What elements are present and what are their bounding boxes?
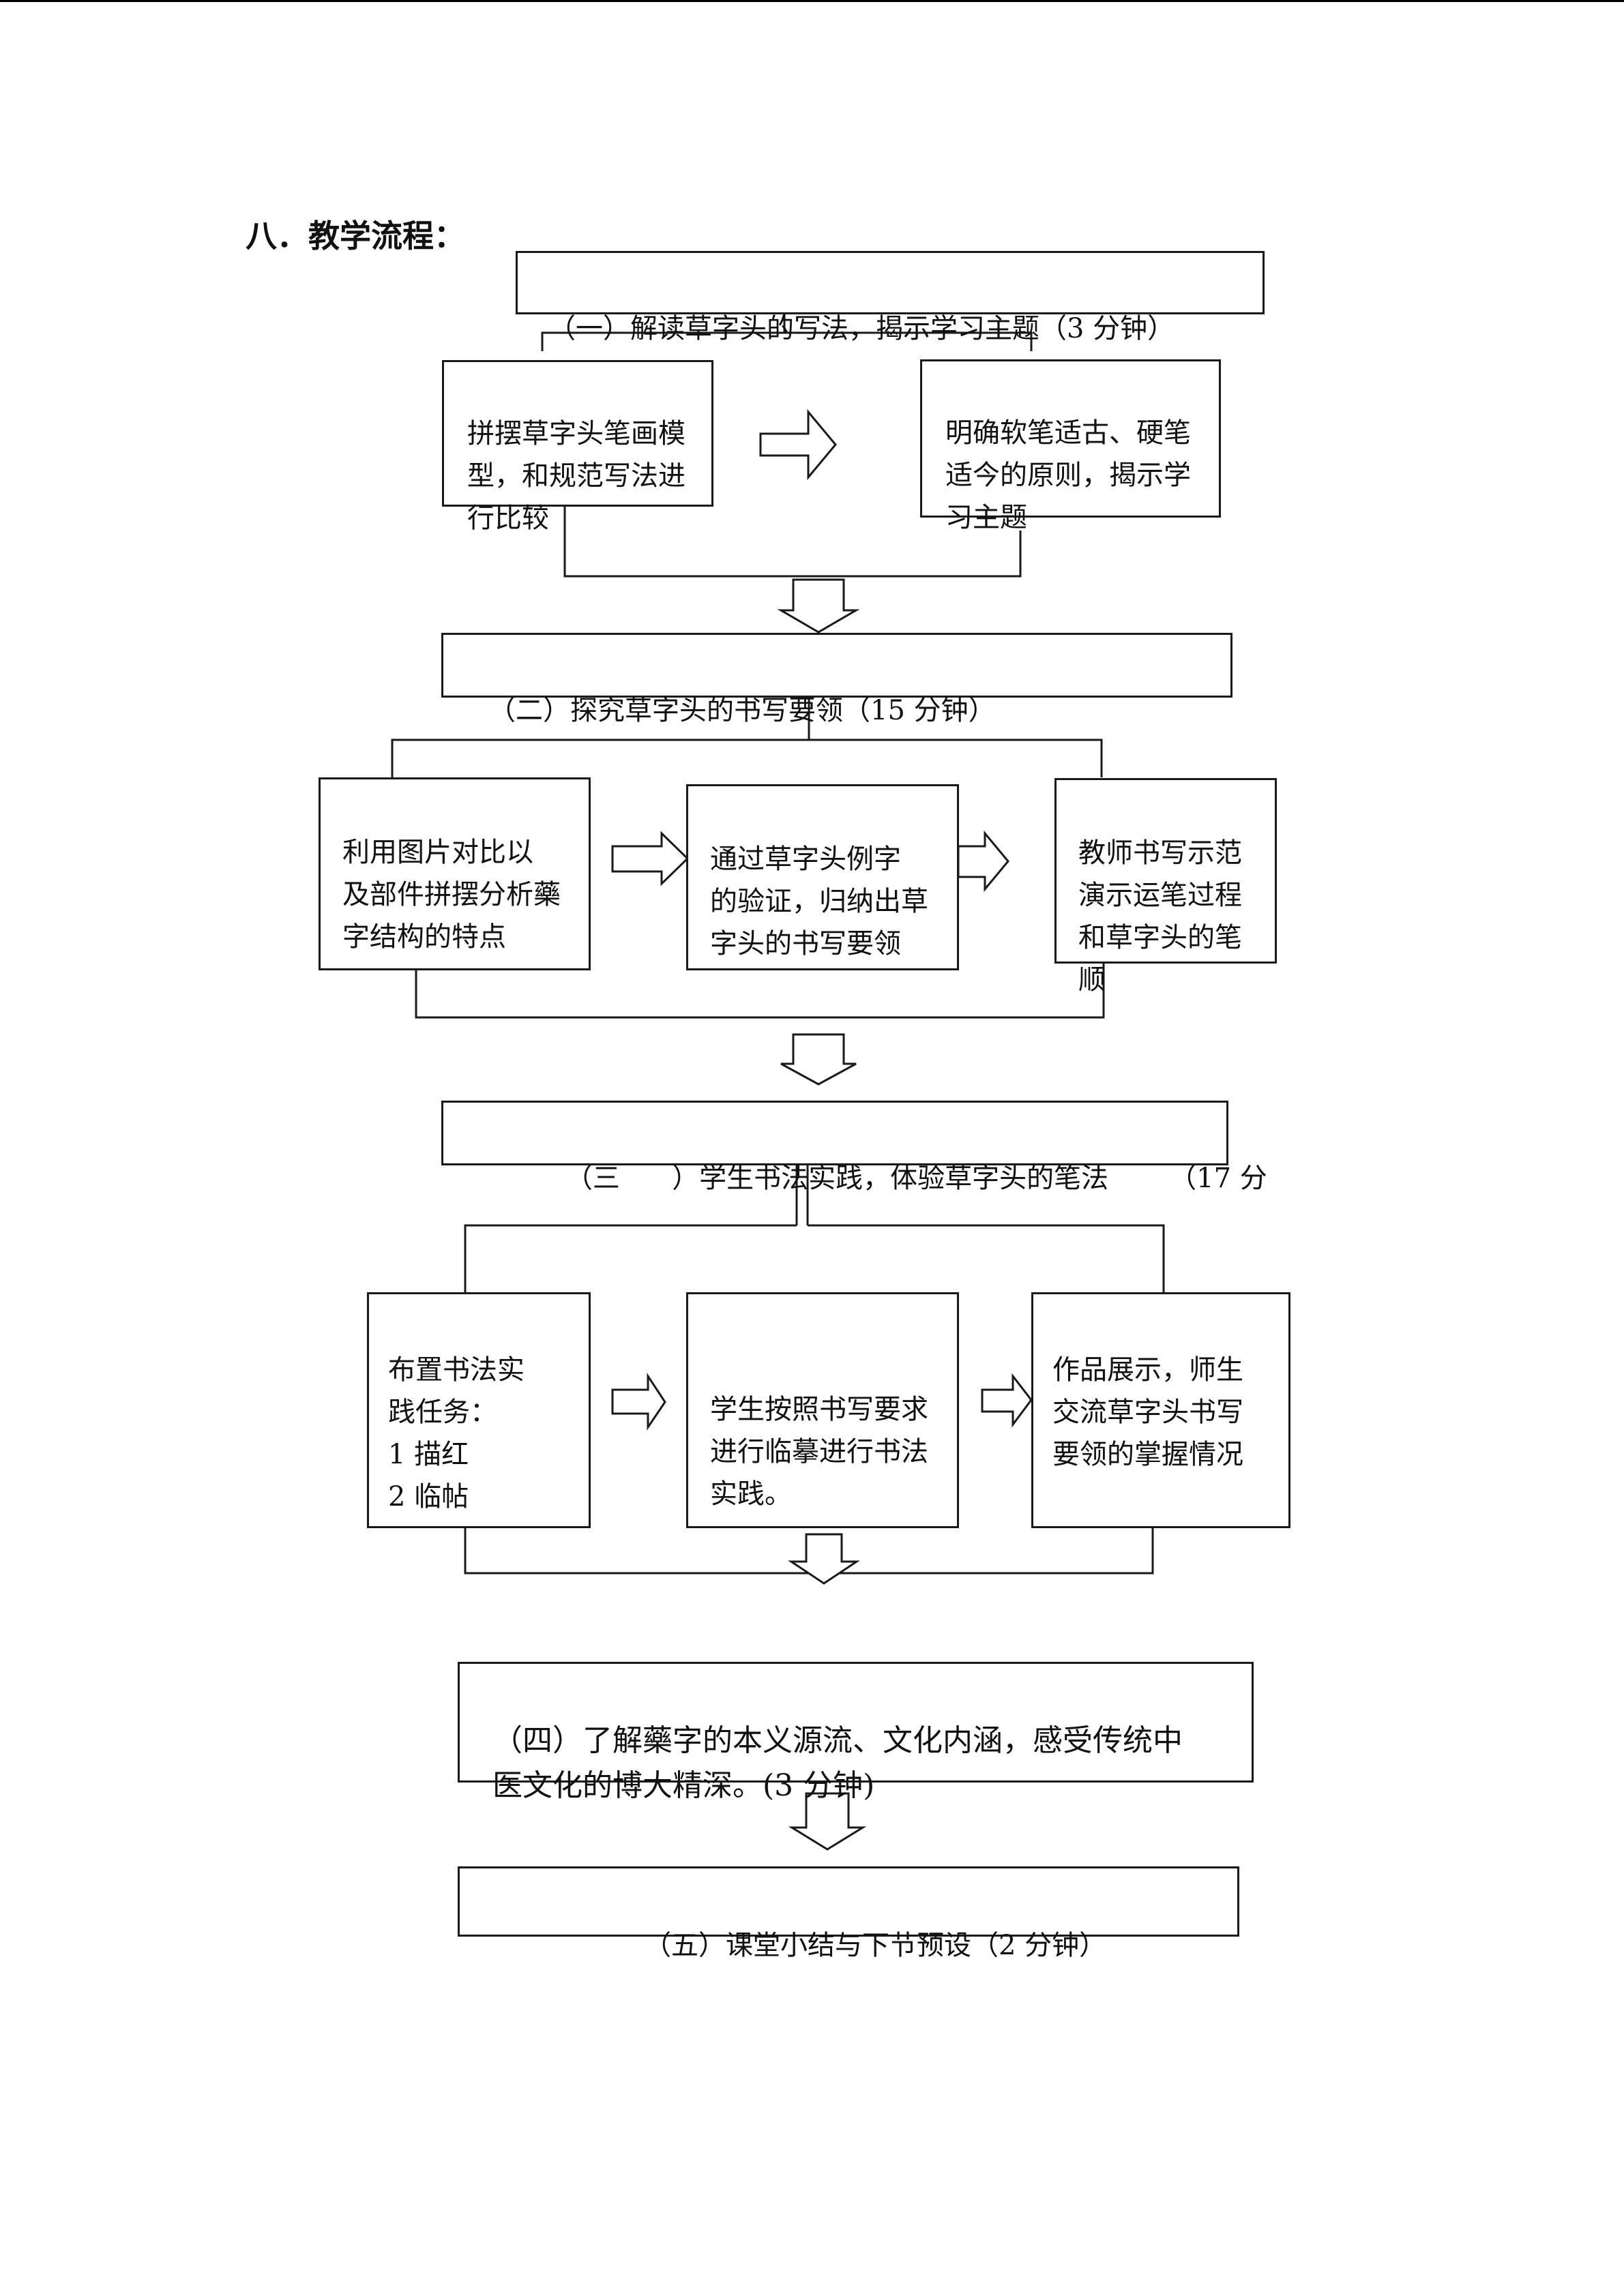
stage-5-label: （五）课堂小结与下节预设（2 分钟） bbox=[644, 1930, 1107, 1961]
arrow-down-icon bbox=[780, 1033, 857, 1086]
stage-3-box: （三 ）学生书法实践，体验草字头的笔法 （17 分 bbox=[441, 1101, 1267, 1194]
step-1b-box: 明确软笔适古、硬笔 适今的原则，揭示学 习主题 bbox=[920, 359, 1221, 533]
stage-2-box: （二）探究草字头的书写要领（15 分钟） bbox=[441, 633, 1232, 726]
top-border-line bbox=[0, 0, 1624, 2]
step-1a-text: 拼摆草字头笔画模 型，和规范写法进 行比较 bbox=[467, 418, 685, 534]
step-3b-box: 学生按照书写要求 进行临摹进行书法 实践。 bbox=[686, 1292, 959, 1528]
arrow-right-icon bbox=[611, 1372, 666, 1431]
step-1a-box: 拼摆草字头笔画模 型，和规范写法进 行比较 bbox=[442, 360, 713, 534]
stage-3-label: （三 ）学生书法实践，体验草字头的笔法 （17 分 bbox=[565, 1163, 1267, 1194]
section-title: 八．教学流程： bbox=[246, 218, 465, 254]
arrow-right-icon bbox=[611, 831, 690, 886]
step-3c-text: 作品展示，师生 交流草字头书写 要领的掌握情况 bbox=[1052, 1354, 1243, 1470]
stage-1-box: （一）解读草字头的写法，揭示学习主题（3 分钟） bbox=[516, 251, 1265, 344]
arrow-right-icon bbox=[957, 830, 1009, 893]
stage-2-label: （二）探究草字头的书写要领（15 分钟） bbox=[488, 695, 996, 726]
step-3a-text: 布置书法实 践任务： 1 描红 2 临帖 bbox=[388, 1354, 525, 1512]
step-2a-text: 利用图片对比以 及部件拼摆分析藥 字结构的特点 bbox=[342, 837, 561, 953]
stage-4-label: （四）了解藥字的本义源流、文化内涵，感受传统中 医文化的博大精深。(3 分钟) bbox=[492, 1723, 1183, 1803]
connector-s2-merge bbox=[415, 963, 1105, 1019]
stage-5-box: （五）课堂小结与下节预设（2 分钟） bbox=[458, 1866, 1239, 1961]
arrow-right-icon bbox=[981, 1373, 1033, 1428]
step-2b-text: 通过草字头例字 的验证，归纳出草 字头的书写要领 bbox=[710, 844, 928, 959]
connector-s2-split bbox=[391, 697, 1103, 777]
arrow-down-icon bbox=[788, 1792, 867, 1851]
step-2b-box: 通过草字头例字 的验证，归纳出草 字头的书写要领 bbox=[686, 784, 959, 970]
connector-s3-split bbox=[464, 1165, 1165, 1292]
step-3b-text: 学生按照书写要求 进行临摹进行书法 实践。 bbox=[710, 1394, 928, 1510]
step-3c-box: 作品展示，师生 交流草字头书写 要领的掌握情况 bbox=[1031, 1292, 1290, 1528]
arrow-down-icon bbox=[777, 578, 860, 633]
step-3a-box: 布置书法实 践任务： 1 描红 2 临帖 bbox=[367, 1292, 591, 1528]
connector-s1-merge bbox=[563, 506, 1022, 578]
arrow-down-icon bbox=[788, 1533, 860, 1585]
step-2c-text: 教师书写示范 演示运笔过程 和草字头的笔 顺 bbox=[1078, 837, 1242, 996]
arrow-right-icon bbox=[759, 408, 837, 481]
stage-1-label: （一）解读草字头的写法，揭示学习主题（3 分钟） bbox=[548, 313, 1175, 344]
stage-4-box: （四）了解藥字的本义源流、文化内涵，感受传统中 医文化的博大精深。(3 分钟) bbox=[458, 1662, 1254, 1803]
step-2a-box: 利用图片对比以 及部件拼摆分析藥 字结构的特点 bbox=[319, 777, 591, 970]
step-2c-box: 教师书写示范 演示运笔过程 和草字头的笔 顺 bbox=[1054, 778, 1277, 996]
step-1b-text: 明确软笔适古、硬笔 适今的原则，揭示学 习主题 bbox=[945, 417, 1191, 533]
connector-s1-split bbox=[541, 314, 1033, 351]
